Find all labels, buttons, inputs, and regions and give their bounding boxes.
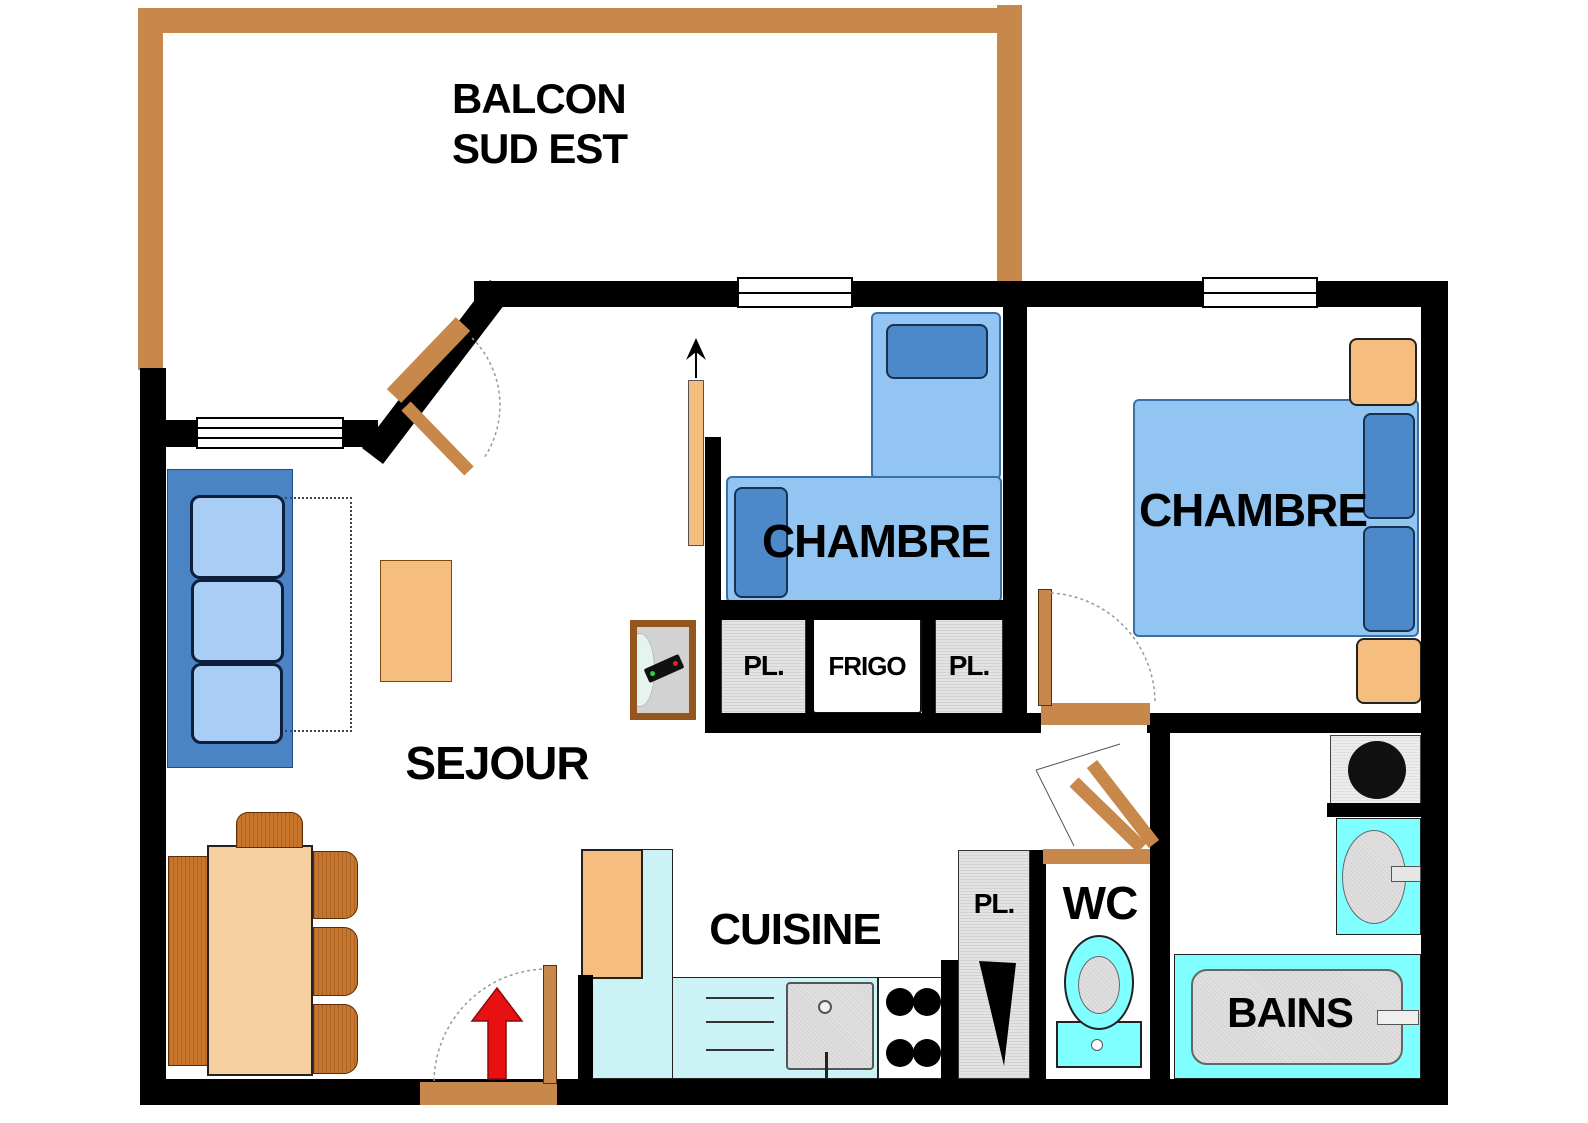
fridge-label: FRIGO (828, 651, 906, 681)
stove (878, 977, 942, 1079)
sink-drain-line (825, 1052, 828, 1078)
door-entrance (543, 965, 557, 1084)
sliding-door (688, 380, 704, 546)
doorway-bedroom-large (1041, 703, 1150, 725)
dining-chair (313, 1004, 358, 1074)
washer-drum-icon (1348, 741, 1406, 799)
wall-kitchen-left (578, 975, 593, 1079)
balcony-rail-right (997, 5, 1022, 281)
tv (630, 620, 696, 720)
wall-bedroom1-bottom (705, 600, 1027, 620)
drawer-line (706, 997, 774, 999)
entrance-threshold (420, 1082, 557, 1105)
doorway-wc (1043, 849, 1150, 864)
wall-right (1421, 281, 1448, 1105)
window-bedroom-large (1202, 277, 1318, 308)
faucet-icon (818, 1000, 832, 1014)
fridge (812, 617, 922, 714)
balcony-door-panel (386, 317, 471, 403)
wall-closet-divider (922, 615, 935, 727)
toilet-seat (1078, 956, 1120, 1014)
dining-chair (313, 927, 358, 996)
dining-table (207, 845, 313, 1076)
coffee-table (380, 560, 452, 682)
entrance-door-arc (433, 968, 549, 1084)
wall-washer-shelf (1327, 803, 1421, 817)
living-room-label: SEJOUR (405, 737, 589, 789)
door-bedroom-large (1038, 589, 1052, 706)
wall-topleft-b (342, 420, 378, 447)
burner-icon (913, 1039, 941, 1067)
closet-hall-left-label: PL. (743, 650, 785, 681)
dining-chair (313, 851, 358, 919)
burner-icon (886, 1039, 914, 1067)
closet-hall-left (721, 617, 806, 716)
toilet-label: WC (1062, 877, 1139, 929)
bathroom-bifold-line (1035, 743, 1121, 771)
drawer-line (706, 1021, 774, 1023)
bedroom-large-label: CHAMBRE (1138, 484, 1368, 536)
balcony-rail-top (138, 8, 1022, 33)
wall-diagonal (362, 280, 511, 464)
balcony-label-line1: BALCON (452, 75, 627, 122)
wall-bedroom1-left (705, 437, 721, 733)
wall-left (140, 368, 166, 1105)
pillow (1363, 526, 1415, 632)
wall-hall-bottom (705, 713, 1041, 733)
drawer-line (706, 1049, 774, 1051)
window-left (196, 417, 344, 449)
bathroom-bifold-panel (1069, 777, 1147, 853)
wall-bathroom-left (1150, 733, 1170, 1079)
balcony-door-swing-arc (471, 337, 501, 459)
closet-kitchen (958, 850, 1030, 1079)
sofa-cushion (191, 663, 283, 744)
burner-icon (886, 988, 914, 1016)
balcony-rail-left (138, 8, 163, 370)
closet-hall-right (935, 617, 1003, 716)
wall-bottom (140, 1079, 1448, 1105)
wall-closet-divider (806, 615, 814, 727)
entrance-arrow-icon (470, 986, 524, 1080)
wall-topleft-a (164, 420, 198, 447)
kitchen-sink (786, 982, 874, 1070)
closet-hall-right-label: PL. (948, 650, 991, 681)
bathroom-bifold-panel (1086, 760, 1160, 848)
wall-wc-left (1030, 850, 1046, 1079)
sofa-cushion (190, 495, 285, 579)
dining-chair (236, 812, 303, 848)
wall-kitchen-right (941, 960, 958, 1079)
pillow (1363, 413, 1415, 519)
window-bedroom-small (737, 277, 853, 308)
bathroom-label: BAINS (1227, 989, 1354, 1036)
dining-bench (168, 856, 208, 1066)
nightstand (1356, 638, 1422, 704)
sink-faucet (1391, 866, 1421, 882)
balcony-label: BALCON SUD EST (452, 74, 672, 174)
wall-bedrooms-shared (1003, 305, 1027, 733)
bedroom-small-label: CHAMBRE (761, 515, 991, 567)
bathroom-bifold-line (1035, 769, 1075, 847)
sliding-door-arrow-icon (686, 338, 706, 360)
wall-bathroom-top (1147, 713, 1421, 733)
washing-machine (1330, 735, 1421, 805)
kitchen-cabinet (581, 849, 643, 979)
sofa-cushion (191, 579, 284, 663)
kitchen-label: CUISINE (709, 905, 881, 954)
nightstand (1349, 338, 1417, 406)
bathtub-basin (1191, 969, 1403, 1065)
tub-faucet (1377, 1010, 1419, 1025)
sofa-bed-outline (285, 497, 352, 732)
pillow (734, 487, 788, 598)
closet-kitchen-label: PL. (973, 888, 1016, 919)
balcony-label-line2: SUD EST (452, 125, 628, 172)
burner-icon (913, 988, 941, 1016)
balcony-door-leaf (401, 401, 474, 476)
pillow (886, 324, 988, 379)
